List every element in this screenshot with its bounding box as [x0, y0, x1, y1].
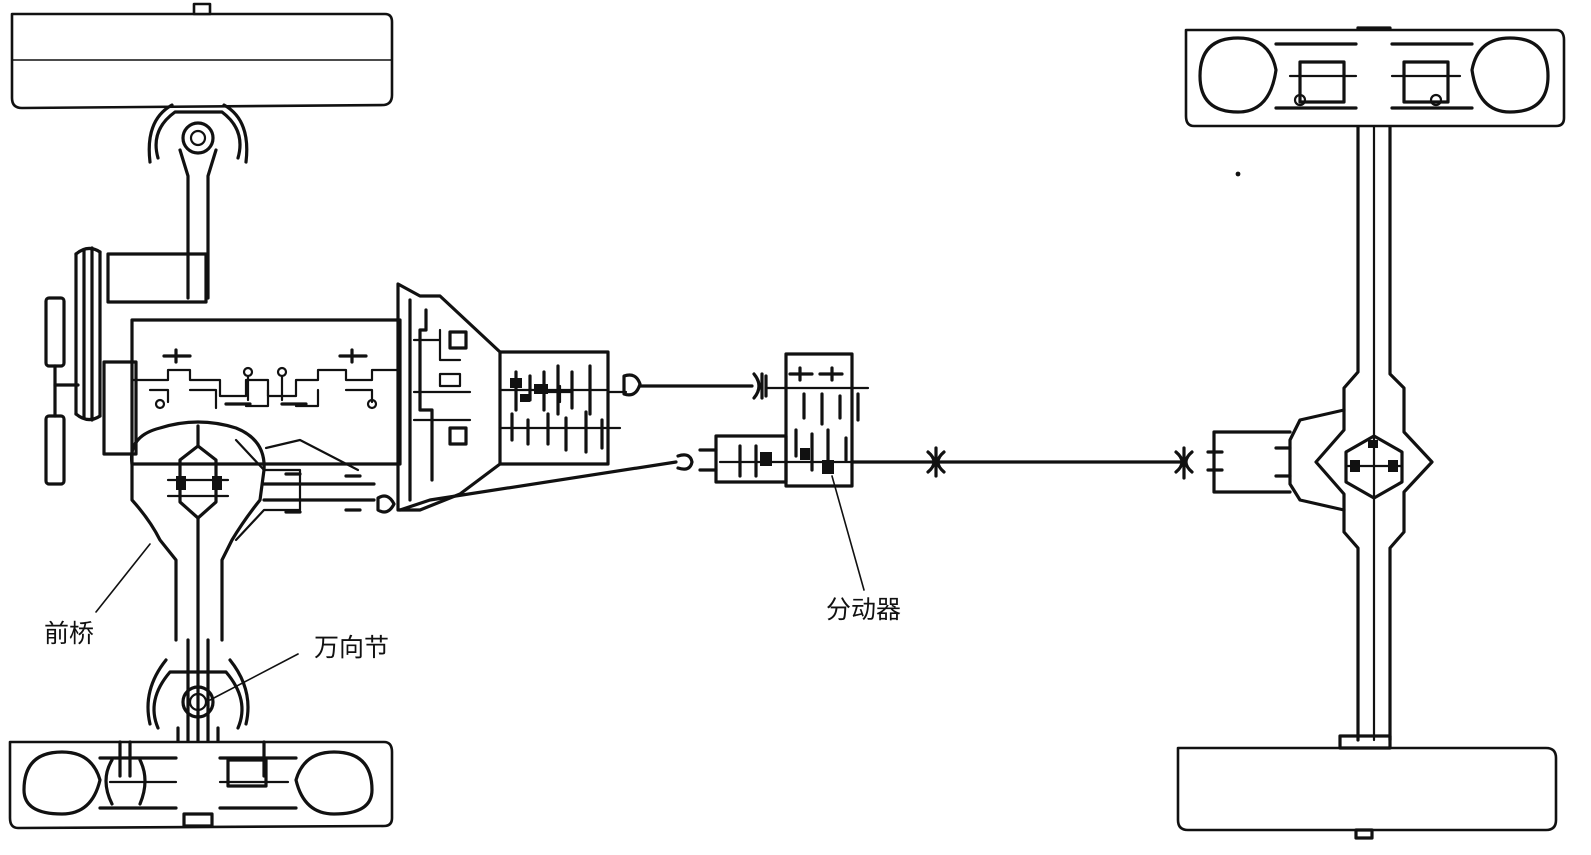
- engine-fan: [44, 246, 208, 486]
- transfer-case-label: 分动器: [826, 595, 902, 624]
- front-left-wheel: [10, 2, 394, 110]
- clutch-housing: [396, 282, 502, 512]
- rear-axle: [1206, 26, 1434, 742]
- front-axle-label: 前桥: [44, 619, 95, 648]
- rear-prop-shaft: [850, 446, 1194, 480]
- transfer-case: [676, 352, 932, 488]
- front-steering-knuckle-top: [147, 103, 249, 300]
- engine-block: [130, 318, 402, 466]
- stray-dot: [1235, 171, 1241, 177]
- universal-joint-label: 万向节: [314, 633, 390, 662]
- rear-right-wheel: [1176, 734, 1558, 840]
- transfer-case-leader: [831, 475, 865, 591]
- prop-to-transfer: [622, 372, 768, 400]
- universal-joint-leader: [209, 653, 299, 701]
- gearbox: [498, 350, 628, 466]
- front-prop-shaft: [376, 460, 678, 514]
- front-axle-leader: [95, 543, 151, 613]
- front-right-wheel: [8, 740, 394, 830]
- rear-left-wheel: [1184, 28, 1566, 128]
